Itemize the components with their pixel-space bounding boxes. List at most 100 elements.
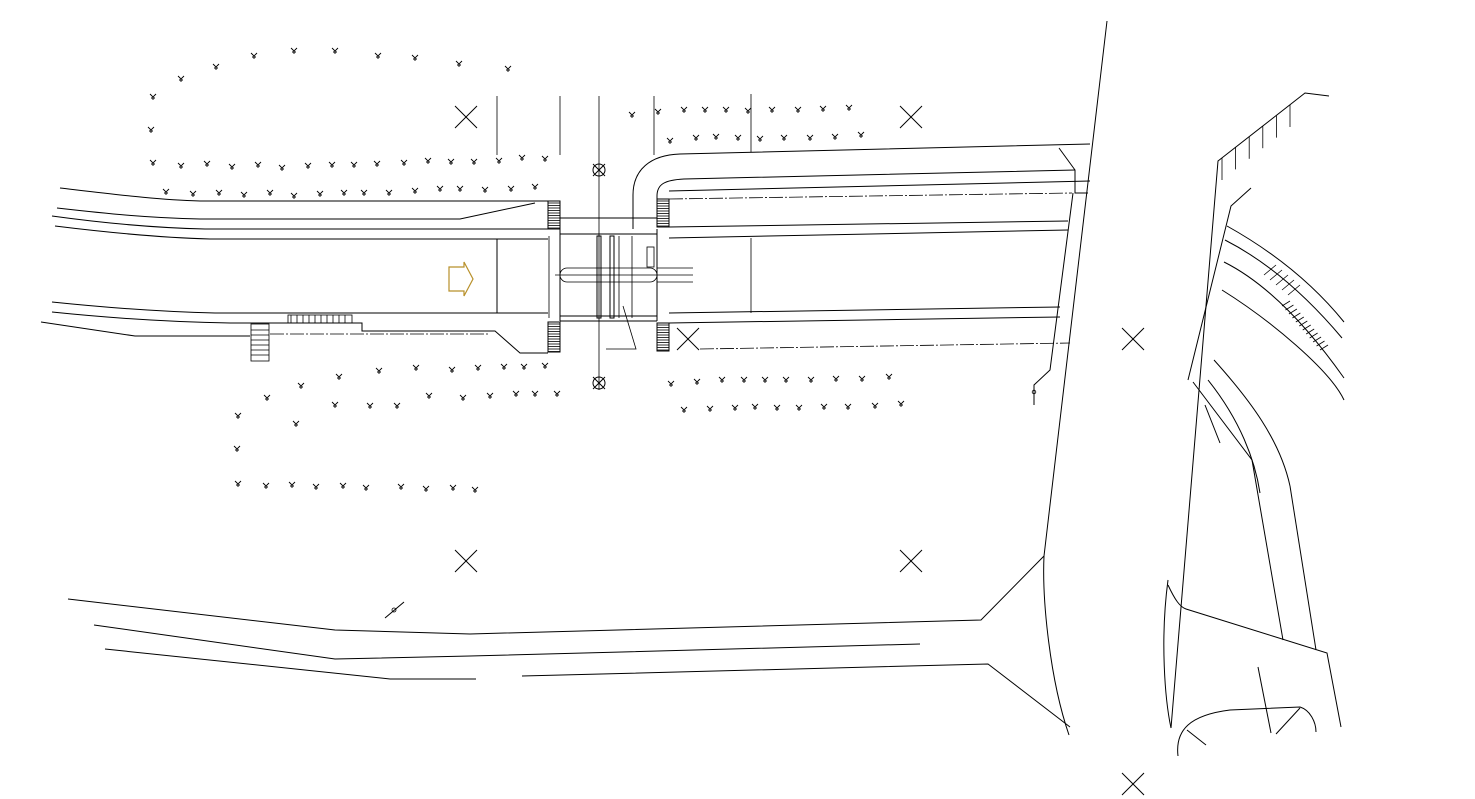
tree-symbol-icon <box>807 376 815 383</box>
tree-symbol-icon <box>422 485 430 492</box>
tree-symbol-icon <box>360 189 368 196</box>
tree-symbol-icon <box>654 108 662 115</box>
tree-symbol-icon <box>831 133 839 140</box>
tree-symbol-icon <box>331 47 339 54</box>
tree-symbol-icon <box>541 155 549 162</box>
tree-symbol-icon <box>447 158 455 165</box>
tree-symbol-icon <box>240 191 248 198</box>
tree-symbol-icon <box>504 65 512 72</box>
tree-symbol-icon <box>448 366 456 373</box>
tree-symbol-icon <box>340 189 348 196</box>
tree-symbol-icon <box>424 157 432 164</box>
tree-symbol-icon <box>871 402 879 409</box>
tree-symbol-icon <box>203 160 211 167</box>
tree-symbol-icon <box>768 106 776 113</box>
tree-symbol-icon <box>744 107 752 114</box>
tree-symbol-icon <box>518 154 526 161</box>
tree-symbol-icon <box>692 134 700 141</box>
survey-cross-icon <box>454 549 478 573</box>
tree-symbol-icon <box>234 412 242 419</box>
tree-symbol-icon <box>897 400 905 407</box>
tree-symbol-icon <box>680 406 688 413</box>
tree-symbol-icon <box>773 404 781 411</box>
tree-symbol-icon <box>189 190 197 197</box>
survey-cross-icon <box>454 105 478 129</box>
tree-symbol-icon <box>740 376 748 383</box>
tree-symbol-icon <box>331 401 339 408</box>
tree-symbol-icon <box>734 134 742 141</box>
bollard-icon <box>1031 389 1037 395</box>
right-approach-road <box>632 143 1091 405</box>
tree-symbol-icon <box>456 185 464 192</box>
survey-cross-icon <box>899 105 923 129</box>
tree-symbol-icon <box>400 159 408 166</box>
tree-symbol-icon <box>680 106 688 113</box>
tree-symbol-icon <box>177 162 185 169</box>
tree-symbol-icon <box>425 392 433 399</box>
tree-symbol-icon <box>693 378 701 385</box>
tree-symbol-icon <box>706 405 714 412</box>
left-approach-road <box>40 187 548 354</box>
tree-symbol-icon <box>712 133 720 140</box>
tree-symbol-icon <box>794 106 802 113</box>
tree-symbol-icon <box>701 106 709 113</box>
tree-symbol-icon <box>471 486 479 493</box>
tree-symbol-icon <box>885 373 893 380</box>
tree-symbol-icon <box>177 75 185 82</box>
tree-symbol-icon <box>385 189 393 196</box>
tree-symbol-icon <box>820 403 828 410</box>
tree-symbol-icon <box>857 131 865 138</box>
tree-symbol-icon <box>666 137 674 144</box>
tree-symbol-icon <box>263 394 271 401</box>
tree-symbol-icon <box>162 188 170 195</box>
tree-symbol-icon <box>512 390 520 397</box>
tree-symbol-icon <box>819 105 827 112</box>
left-stair <box>250 323 270 362</box>
tree-symbol-icon <box>806 134 814 141</box>
tree-symbol-icon <box>507 185 515 192</box>
tree-symbol-icon <box>375 367 383 374</box>
tree-symbol-icon <box>459 394 467 401</box>
tree-symbol-icon <box>845 104 853 111</box>
tree-symbol-icon <box>667 380 675 387</box>
tree-symbol-icon <box>500 363 508 370</box>
tree-symbol-icon <box>481 186 489 193</box>
tree-symbol-icon <box>751 403 759 410</box>
tree-symbol-icon <box>411 54 419 61</box>
main-diagonal-road <box>67 20 1108 736</box>
tree-symbol-icon <box>761 376 769 383</box>
tree-symbol-icon <box>412 364 420 371</box>
tree-symbol-icon <box>393 402 401 409</box>
survey-cross-icon <box>899 549 923 573</box>
tree-symbol-icon <box>449 484 457 491</box>
tree-symbol-icon <box>474 364 482 371</box>
tree-symbol-icon <box>262 482 270 489</box>
tree-symbol-icon <box>553 390 561 397</box>
tree-symbol-icon <box>212 63 220 70</box>
survey-mark-top <box>592 163 606 177</box>
tree-symbol-icon <box>254 161 262 168</box>
stall-lines-top <box>496 94 752 313</box>
tree-symbol-icon <box>470 158 478 165</box>
tree-symbol-icon <box>335 373 343 380</box>
tree-symbol-icon <box>780 134 788 141</box>
curved-structure-east <box>1163 92 1345 757</box>
tree-symbol-icon <box>362 484 370 491</box>
tree-symbols <box>147 47 905 493</box>
tree-symbol-icon <box>297 382 305 389</box>
tree-symbol-icon <box>234 480 242 487</box>
tree-symbol-icon <box>215 189 223 196</box>
survey-cross-icon <box>1121 327 1145 351</box>
tree-symbol-icon <box>316 190 324 197</box>
tree-symbol-icon <box>832 375 840 382</box>
tree-symbol-icon <box>328 161 336 168</box>
tree-symbol-icon <box>531 390 539 397</box>
flow-direction-arrow-icon <box>448 261 474 297</box>
tree-symbol-icon <box>228 163 236 170</box>
tree-symbol-icon <box>436 185 444 192</box>
tree-symbol-icon <box>366 402 374 409</box>
tree-symbol-icon <box>486 392 494 399</box>
tree-symbol-icon <box>495 157 503 164</box>
